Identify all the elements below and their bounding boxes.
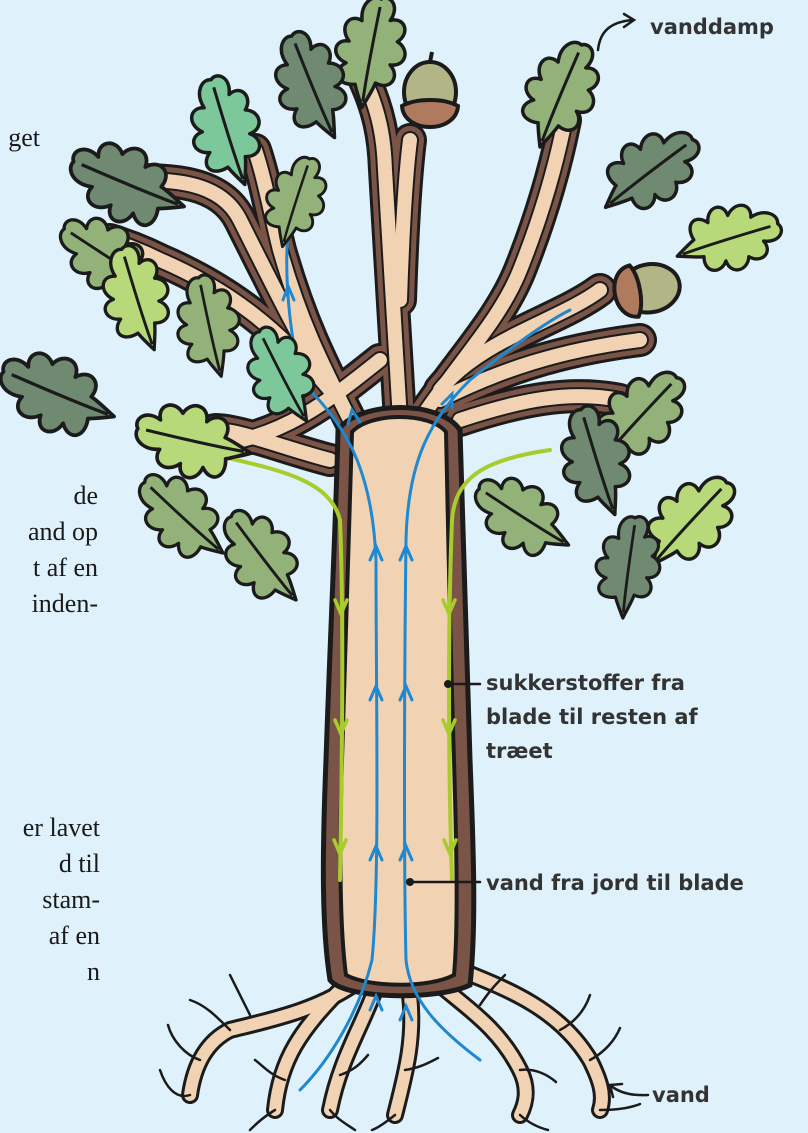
label-sugar-transport: sukkerstoffer fra blade til resten af tr… <box>486 666 698 768</box>
label-water-transport: vand fra jord til blade <box>486 866 744 900</box>
label-line: træet <box>486 734 698 768</box>
label-line: sukkerstoffer fra <box>486 666 698 700</box>
label-vanddamp: vanddamp <box>650 10 774 44</box>
label-line: blade til resten af <box>486 700 698 734</box>
label-vand: vand <box>652 1078 710 1112</box>
acorn-right <box>610 257 684 320</box>
sugar-pointer-dot <box>444 680 452 688</box>
water-pointer-dot <box>406 878 414 886</box>
acorn-top <box>402 52 458 127</box>
trunk <box>323 408 473 996</box>
